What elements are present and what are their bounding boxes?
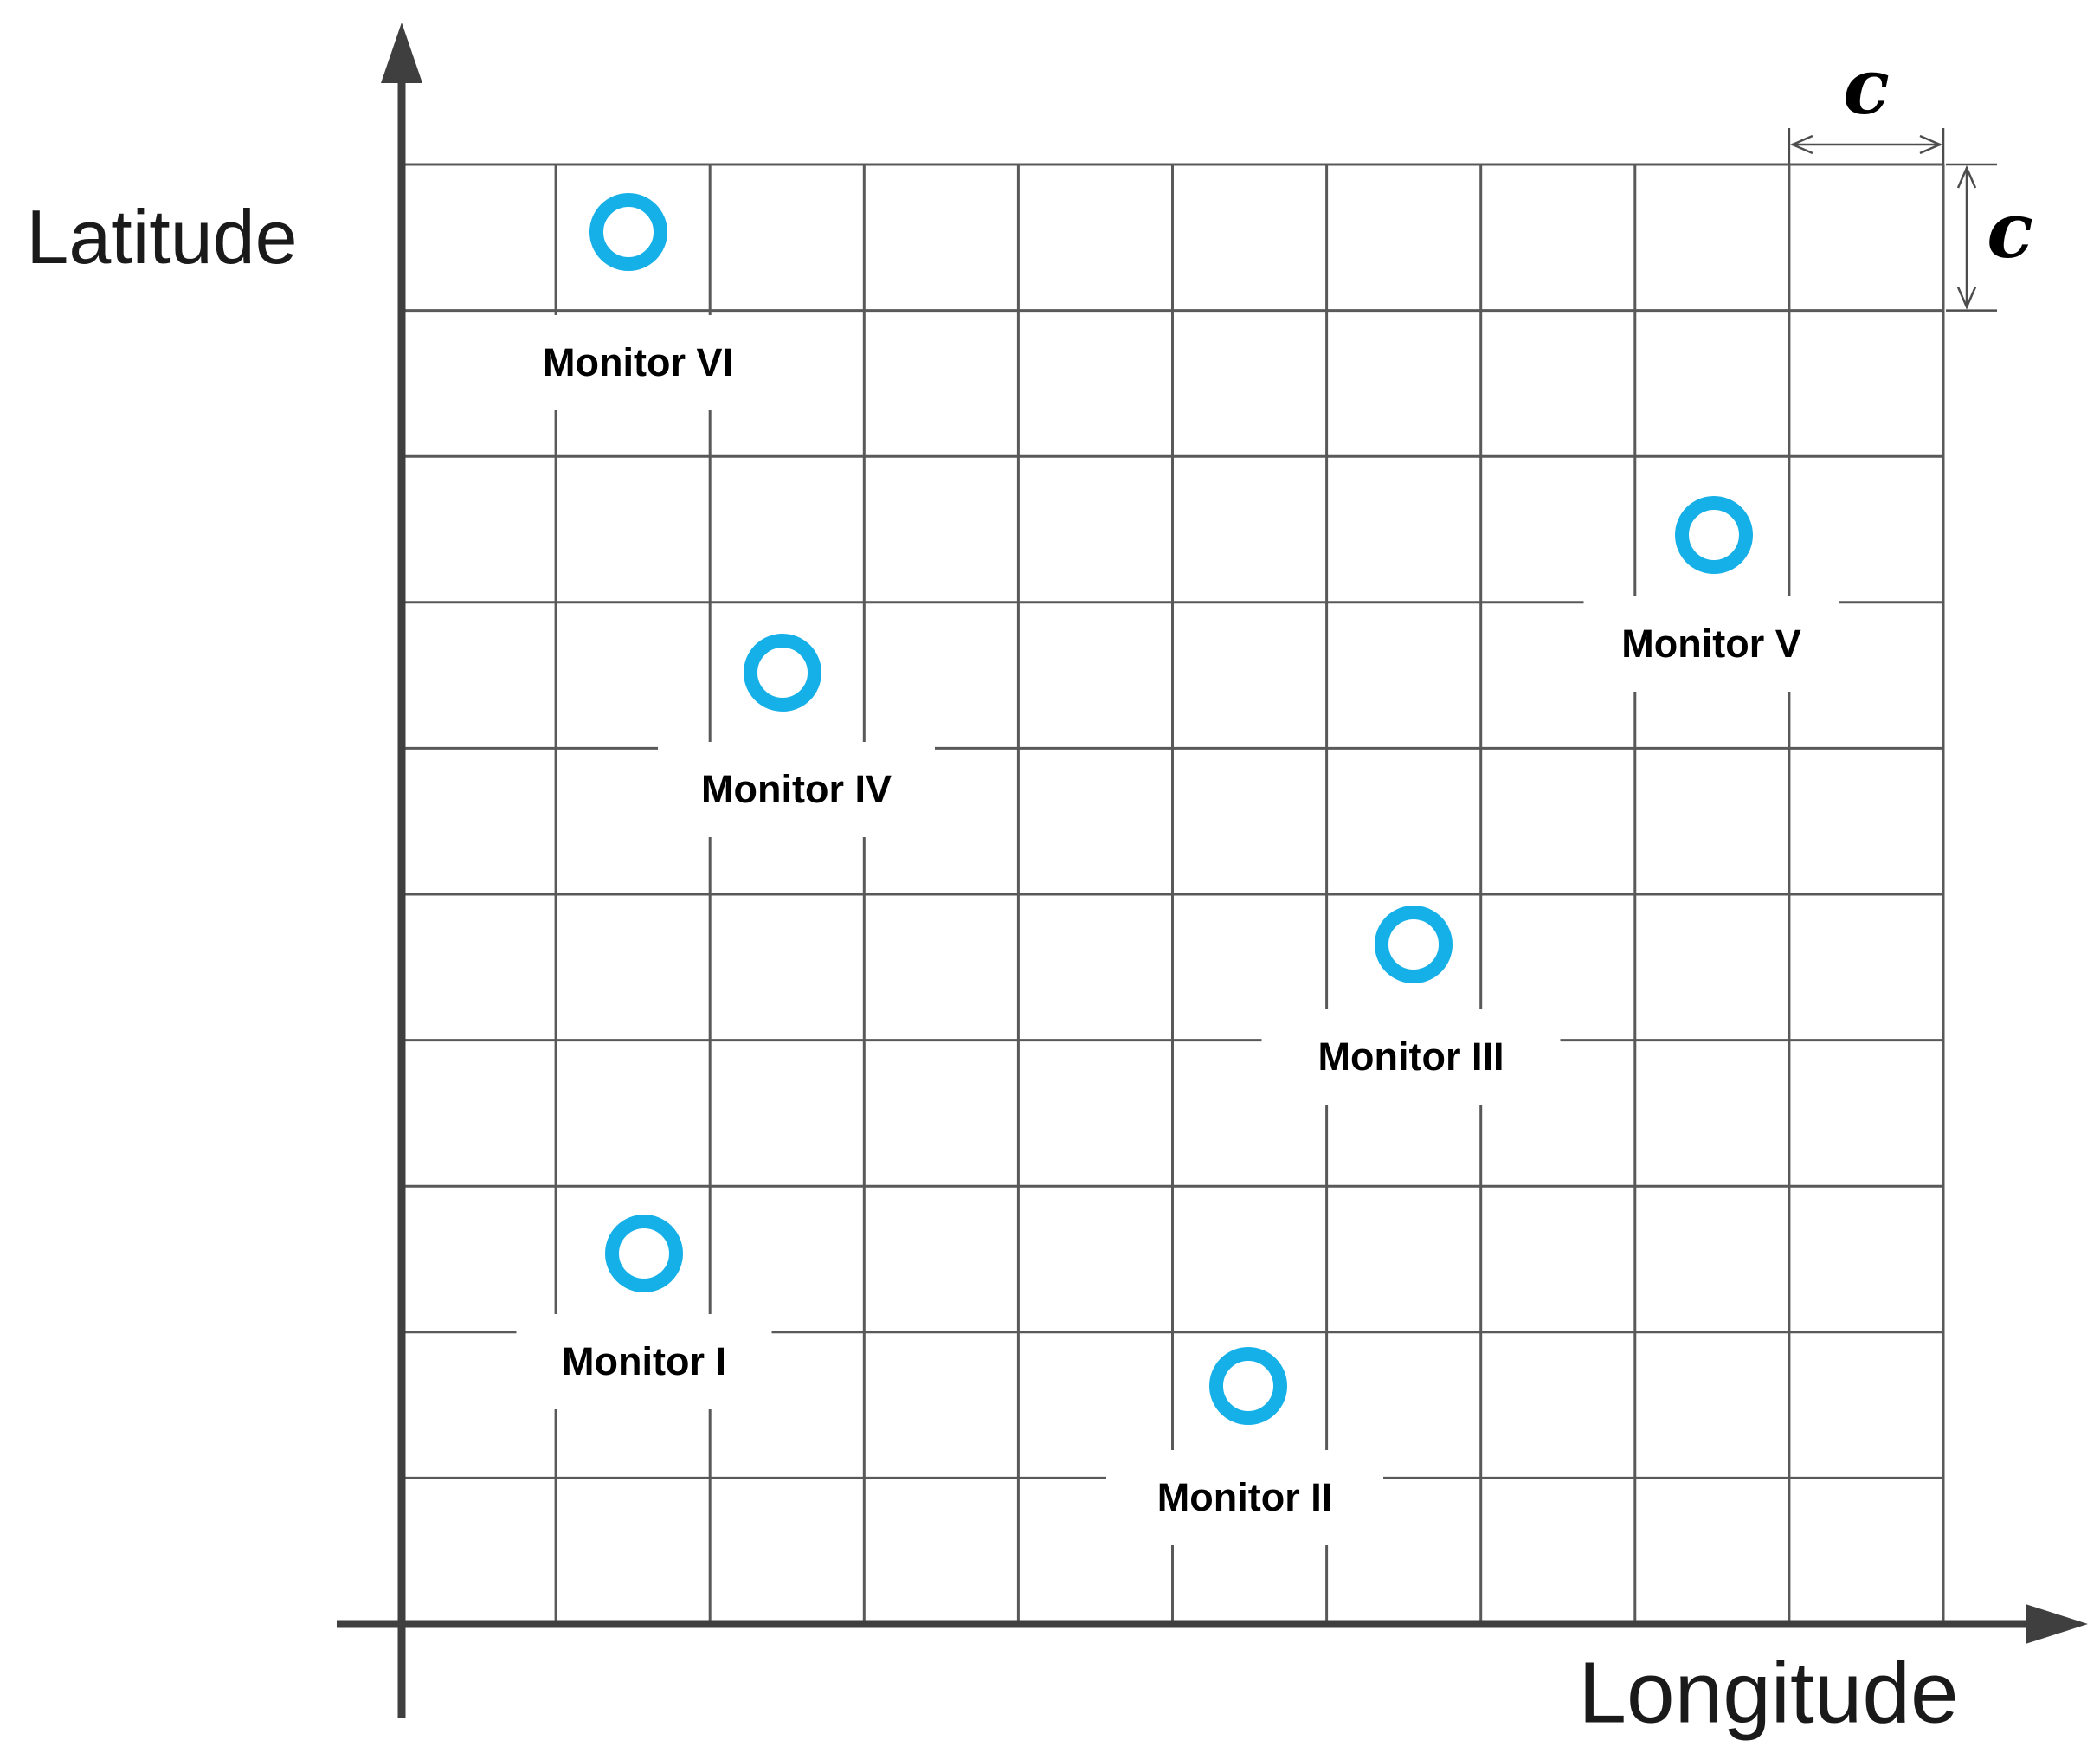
monitor-marker [605, 1215, 683, 1292]
monitor-label: Monitor I [562, 1339, 726, 1383]
cell-height-dimension-label: c [1987, 185, 2033, 275]
monitor-label: Monitor II [1156, 1475, 1333, 1519]
longitude-axis-label: Longitude [1578, 1644, 1959, 1742]
label-clearing-plate [1106, 1450, 1383, 1545]
cell-width-dimension-label: c [1843, 42, 1890, 132]
dim-arrowhead-left [1789, 134, 1813, 155]
y-axis-arrowhead [381, 23, 422, 83]
monitor-marker [1375, 906, 1453, 983]
label-clearing-plate [499, 315, 776, 410]
dim-arrowhead-right [1919, 134, 1943, 155]
label-clearing-plate [516, 1314, 772, 1409]
label-clearing-plate [1583, 596, 1839, 692]
label-clearing-plate [658, 742, 935, 837]
monitor-label: Monitor VI [543, 340, 733, 384]
latitude-axis-label: Latitude [26, 194, 298, 280]
monitor-marker [589, 193, 667, 271]
monitor-label: Monitor IV [701, 767, 892, 811]
x-axis-arrowhead [2026, 1604, 2088, 1644]
monitor-marker [744, 634, 821, 712]
dim-arrowhead-down [1956, 287, 1977, 310]
monitor-label: Monitor V [1621, 622, 1801, 666]
monitor-label: Monitor III [1317, 1034, 1504, 1079]
dim-arrowhead-up [1956, 164, 1977, 189]
monitor-marker [1675, 496, 1753, 574]
monitor-marker [1209, 1347, 1287, 1425]
label-clearing-plate [1261, 1009, 1561, 1105]
